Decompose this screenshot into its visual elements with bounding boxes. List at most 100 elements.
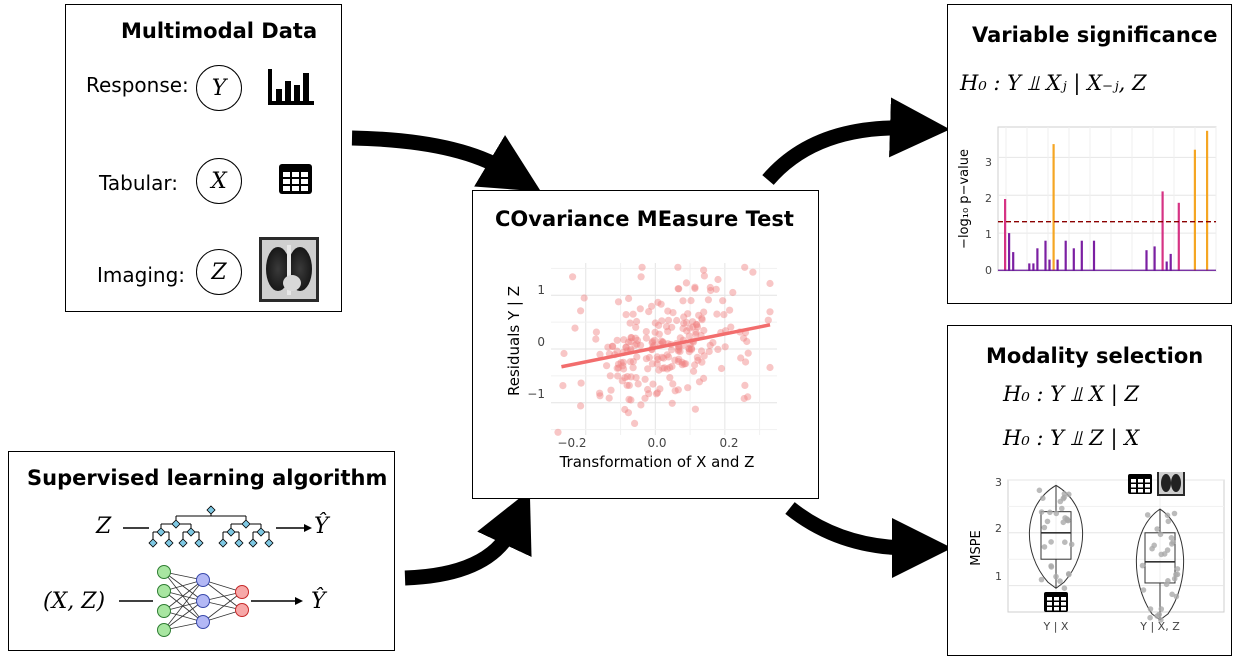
scatter-point <box>729 288 737 297</box>
pvalue-bar <box>1044 240 1047 271</box>
scatter-point <box>653 360 661 368</box>
imaging-symbol: Z <box>196 249 242 295</box>
scatter-point <box>629 310 637 318</box>
pvalue-bar <box>1080 240 1083 271</box>
scatter-point <box>741 381 749 389</box>
arrow-test-to-variable <box>762 97 950 185</box>
mspe-point <box>1057 578 1063 584</box>
scatter-point <box>683 327 691 335</box>
xray-icon <box>1157 472 1185 496</box>
scatter-point <box>674 347 682 355</box>
scatter-ytick-1: 1 <box>537 283 545 297</box>
scatter-point <box>651 336 659 344</box>
scatter-point <box>669 309 677 317</box>
scatter-point <box>592 335 600 343</box>
modality-hypothesis-1: H₀ : Y ⫫ X | Z <box>1003 382 1140 406</box>
mspe-point <box>1038 509 1045 515</box>
scatter-point <box>674 345 682 354</box>
scatter-ytick-2: 0 <box>537 335 545 349</box>
scatter-point <box>698 316 706 324</box>
mspe-point <box>1163 581 1170 588</box>
mspe-point <box>1053 510 1060 517</box>
pvalue-bar <box>1032 263 1035 271</box>
scatter-point <box>691 361 699 369</box>
scatter-point <box>705 347 713 356</box>
arrow-learning-to-test <box>404 489 532 586</box>
scatter-point <box>692 330 700 338</box>
scatter-point <box>623 381 631 389</box>
scatter-point <box>691 283 699 291</box>
scatter-point <box>633 317 641 326</box>
mspe-point <box>1038 576 1045 583</box>
nn-input-xz: (X, Z) <box>43 589 106 614</box>
mspe-point <box>1047 509 1053 516</box>
scatter-point <box>654 355 662 364</box>
scatter-point <box>685 344 693 353</box>
scatter-point <box>626 358 634 366</box>
pvalue-bar <box>1165 261 1168 271</box>
scatter-point <box>659 364 667 372</box>
scatter-point <box>675 355 683 363</box>
scatter-point <box>707 286 715 295</box>
scatter-point <box>596 350 604 358</box>
scatter-point <box>664 327 672 335</box>
scatter-point <box>671 356 679 364</box>
scatter-point <box>618 377 626 385</box>
scatter-point <box>613 336 621 344</box>
scatter-point <box>766 363 774 372</box>
scatter-point <box>645 390 653 398</box>
scatter-point <box>649 380 657 388</box>
bar-plot-frame <box>997 126 1217 272</box>
mspe-point <box>1173 571 1179 578</box>
scatter-point <box>664 316 673 324</box>
scatter-point <box>675 343 683 351</box>
mspe-point <box>1068 541 1075 548</box>
scatter-point <box>655 366 663 374</box>
scatter-point <box>695 311 703 319</box>
bar-ytick-1: 1 <box>985 228 992 241</box>
scatter-point <box>631 419 639 427</box>
scatter-point <box>744 349 752 357</box>
scatter-point <box>693 321 701 329</box>
tabular-symbol: X <box>196 158 242 204</box>
scatter-point <box>654 298 662 306</box>
scatter-points <box>554 263 774 436</box>
scatter-point <box>629 364 637 372</box>
scatter-point <box>655 330 663 338</box>
scatter-point <box>687 297 695 305</box>
scatter-point <box>679 297 687 305</box>
scatter-point <box>682 279 690 287</box>
scatter-xlabel: Transformation of X and Z <box>559 453 755 471</box>
box-xtick-1: Y | X <box>1043 620 1069 633</box>
scatter-point <box>656 385 664 393</box>
mspe-point <box>1140 587 1147 593</box>
scatter-point <box>619 362 627 370</box>
scatter-point <box>675 285 683 293</box>
supervised-learning-panel: Supervised learning algorithm Z Ŷ (X, Z) <box>8 451 395 651</box>
scatter-point <box>676 347 684 356</box>
scatter-point <box>627 333 635 342</box>
scatter-point <box>614 360 623 368</box>
scatter-point <box>592 328 600 336</box>
scatter-point <box>614 298 623 306</box>
scatter-ytick-3: −1 <box>527 387 545 401</box>
scatter-point <box>714 345 722 353</box>
scatter-point <box>631 341 639 349</box>
mspe-point <box>1170 539 1176 545</box>
come-title: COvariance MEasure Test <box>495 207 794 231</box>
mspe-point <box>1154 526 1160 532</box>
pvalue-bar <box>1008 233 1011 271</box>
scatter-point <box>632 323 640 331</box>
scatter-point <box>700 352 708 360</box>
scatter-point <box>580 294 588 302</box>
scatter-xtick-3: 0.2 <box>719 436 738 450</box>
mspe-point <box>1158 551 1165 558</box>
scatter-point <box>626 319 634 327</box>
mspe-boxplot: MSPE 1 2 3 Y | X Y | X, Z <box>969 472 1225 633</box>
pvalue-bar <box>1056 259 1059 271</box>
scatter-point <box>651 328 659 336</box>
scatter-point <box>624 409 632 417</box>
scatter-point <box>613 347 621 355</box>
scatter-point <box>632 374 640 382</box>
mspe-point <box>1044 518 1051 525</box>
